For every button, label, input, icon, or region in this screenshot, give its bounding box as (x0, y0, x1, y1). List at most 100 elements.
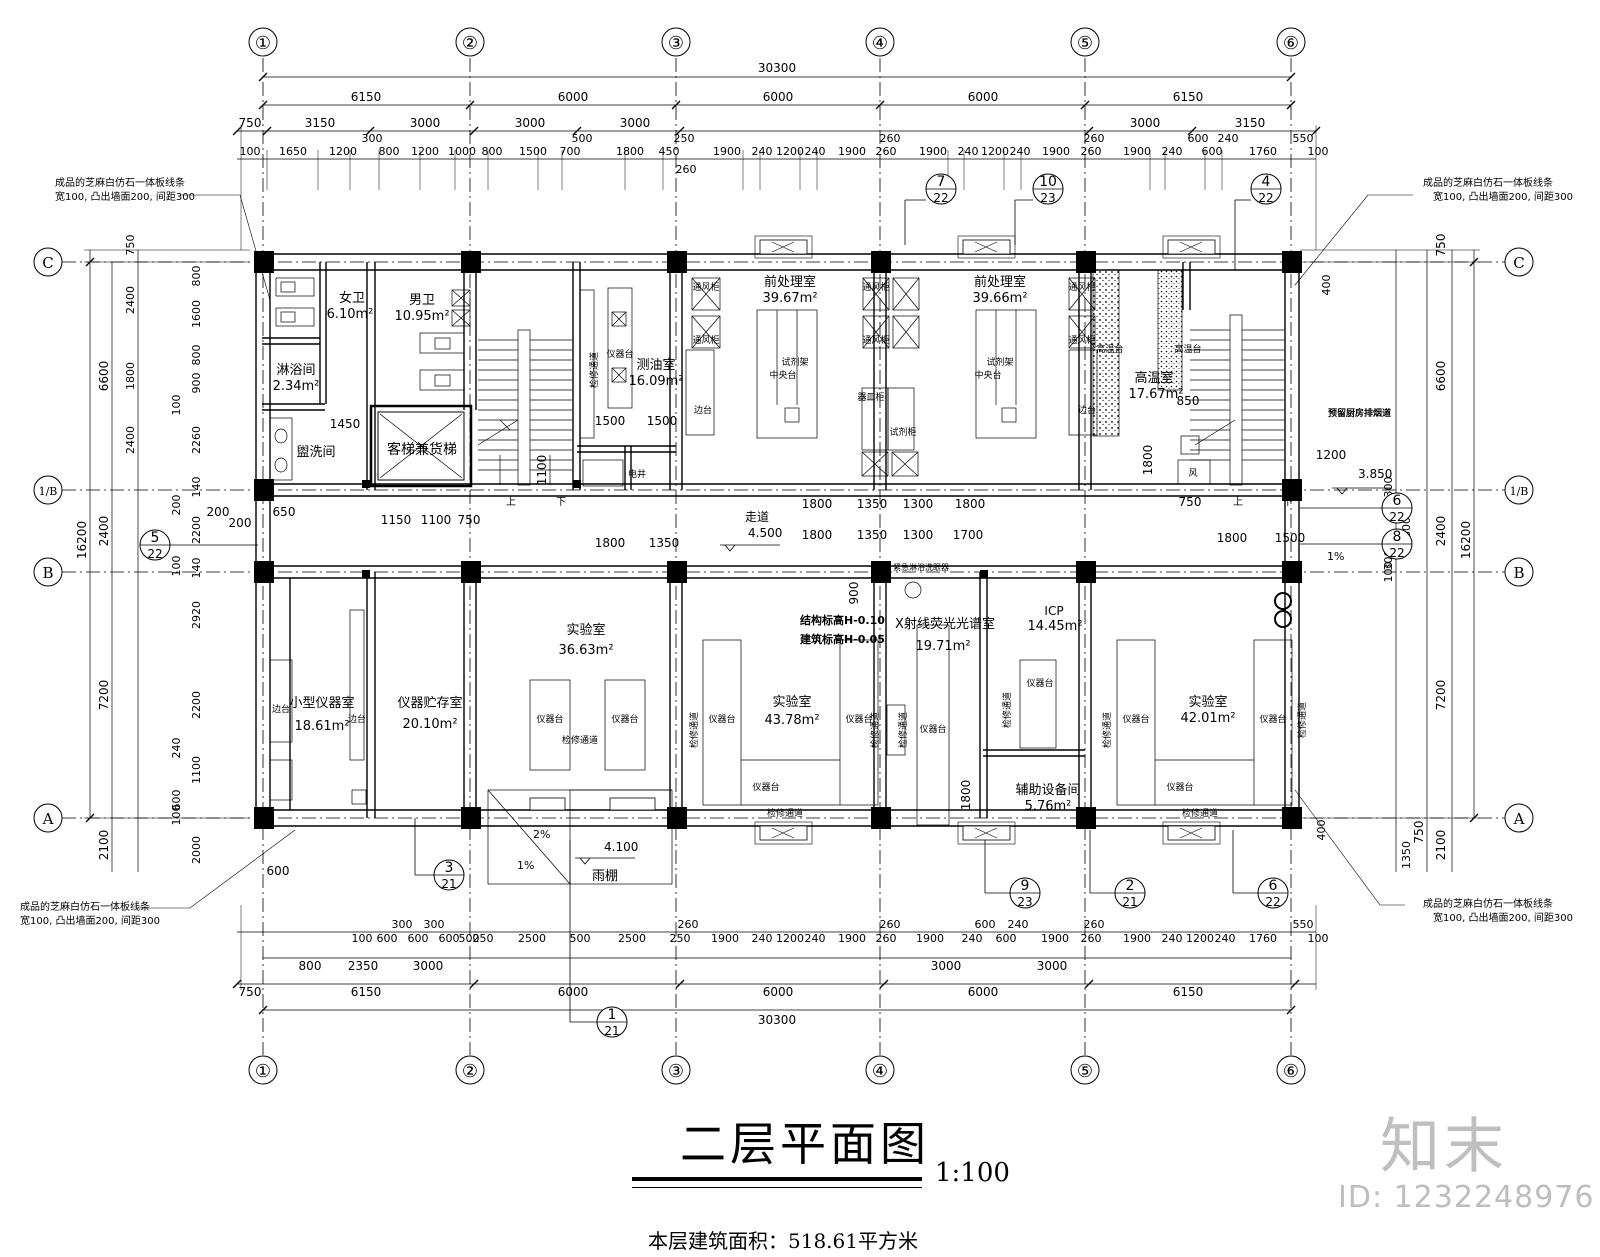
room-name: X射线荧光光谱室 (895, 616, 995, 632)
hood-label: 通风柜 (1068, 281, 1095, 293)
dim-top-row2: 3000 (620, 116, 651, 130)
dim-bottom-row1: 1900 (1123, 932, 1151, 945)
dim-bottom-row1: 600 (996, 932, 1017, 945)
room-area: 18.61m² (294, 719, 349, 734)
axis-col-5: ⑤ (1077, 33, 1093, 54)
dim-top-main: 6150 (351, 90, 382, 104)
dim-bottom-main: 6150 (1173, 985, 1204, 999)
note-line2: 宽100, 凸出墙面200, 间距300 (1433, 911, 1573, 924)
instr-label: 仪器台 (752, 781, 779, 793)
maint-label: 检修通道 (688, 712, 700, 748)
hood-label: 通风柜 (1068, 334, 1095, 346)
balcony-level: 3.850 (1358, 467, 1392, 481)
hi-bench-label: 高温台 (1174, 343, 1201, 355)
callout-ref: 22 (1389, 510, 1404, 524)
dim-right-inner: 300 (1382, 477, 1395, 498)
dim-top-main: 6000 (558, 90, 589, 104)
dim-misc: 200 (207, 505, 230, 519)
hood-label: 通风柜 (862, 334, 889, 346)
hood-label: 通风柜 (862, 281, 889, 293)
room-name: 测油室 (636, 357, 675, 373)
callout-ref: 22 (933, 191, 948, 205)
note-line1: 成品的芝麻白仿石一体板线条 (55, 176, 185, 189)
callout-num: 9 (1021, 878, 1030, 894)
room-area: 36.63m² (558, 643, 613, 658)
dim-top-row3: 800 (482, 145, 503, 158)
hatch-right (1157, 269, 1183, 391)
dim-top-row3: 700 (560, 145, 581, 158)
dim-left-inner: 100 (170, 395, 183, 416)
room-area: 17.67m² (1128, 387, 1183, 402)
room-name: 淋浴间 (276, 363, 315, 378)
dim-bottom-main: 6000 (968, 985, 999, 999)
dim-misc: 1200 (1316, 448, 1347, 462)
callout-ref: 21 (604, 1024, 619, 1038)
dim-bottom-main: 6000 (763, 985, 794, 999)
title-underline-thin (632, 1187, 922, 1188)
dim-bottom-row1: 600 (439, 932, 460, 945)
dim-top-row3: 450 (659, 145, 680, 158)
room-area: 20.10m² (402, 717, 457, 732)
dim-right-mid: 750 (1434, 234, 1448, 257)
dim-bottom-misc: 240 (1008, 918, 1029, 931)
dim-top-row3: 1760 (1249, 145, 1277, 158)
eye-wash: 紧急淋浴洗眼器 (893, 562, 949, 572)
maint-label: 检修通道 (1101, 712, 1113, 748)
dim-bottom-row1: 2500 (518, 932, 546, 945)
note-line2: 宽100, 凸出墙面200, 间距300 (55, 190, 195, 203)
room-area: 16.09m² (628, 374, 683, 389)
dim-left-inner: 750 (124, 235, 137, 256)
callout-num: 8 (1393, 529, 1402, 545)
smoke-duct: 预留厨房排烟道 (1328, 407, 1391, 419)
dim-misc: 1800 (955, 497, 986, 511)
axis-col-2: ② (462, 33, 478, 54)
room-name: 实验室 (566, 622, 605, 638)
maint-label: 检修通道 (588, 352, 600, 388)
room-name: 辅助设备间 (1015, 782, 1080, 798)
callout-ref: 22 (1258, 191, 1273, 205)
dim-top-row3: 1650 (279, 145, 307, 158)
dim-misc: 1800 (802, 497, 833, 511)
dim-bottom-row1: 1900 (838, 932, 866, 945)
dim-right-mid: 2100 (1434, 830, 1448, 861)
callout-num: 6 (1269, 878, 1278, 894)
struct-elev: 结构标高H-0.10 (799, 613, 885, 627)
canopy-level: 4.100 (604, 840, 638, 854)
dim-bottom-row2: 3000 (931, 959, 962, 973)
callout-ref: 22 (1265, 895, 1280, 909)
dim-left-inner: 2260 (190, 426, 203, 454)
dim-bottom-row1: 260 (1081, 932, 1102, 945)
dim-left-inner: 140 (190, 477, 203, 498)
callout-num: 5 (151, 530, 160, 546)
room-name: 男卫 (409, 293, 435, 308)
dim-misc: 1500 (595, 414, 626, 428)
room-name: 小型仪器室 (289, 695, 354, 711)
axis-col-4-bottom: ④ (872, 1061, 888, 1082)
dim-misc: 1100 (535, 455, 549, 486)
maint-label: 检修通道 (562, 734, 598, 746)
dim-bottom-misc: 600 (975, 918, 996, 931)
dim-left-mid: 7200 (97, 680, 111, 711)
dim-top-row3: 1900 (1042, 145, 1070, 158)
note-line1: 成品的芝麻白仿石一体板线条 (20, 900, 150, 913)
dim-top-row3: 1900 (919, 145, 947, 158)
dim-top-row3: 260 (1081, 145, 1102, 158)
dim-bottom-row1: 260 (876, 932, 897, 945)
dim-right-mid: 2400 (1434, 516, 1448, 547)
dim-left-inner: 600 (170, 790, 183, 811)
dim-misc: 650 (273, 505, 296, 519)
dim-bottom-row1: 600 (377, 932, 398, 945)
vent-label: 风 (1188, 468, 1197, 479)
dim-right-mid: 750 (1412, 821, 1426, 844)
dim-left-inner: 200 (170, 495, 183, 516)
elec-label: 电井 (628, 468, 646, 480)
walls (255, 253, 1300, 827)
dim-bottom-row1: 100 (352, 932, 373, 945)
dim-bottom-row1: 100 (1308, 932, 1329, 945)
dim-left-inner: 2400 (124, 426, 137, 454)
center-label: 中央台 (769, 369, 796, 381)
dim-bottom-row1: 1900 (916, 932, 944, 945)
dim-left-mid: 2100 (97, 830, 111, 861)
maint-label: 检修通道 (897, 712, 909, 748)
stair-left (477, 329, 572, 486)
